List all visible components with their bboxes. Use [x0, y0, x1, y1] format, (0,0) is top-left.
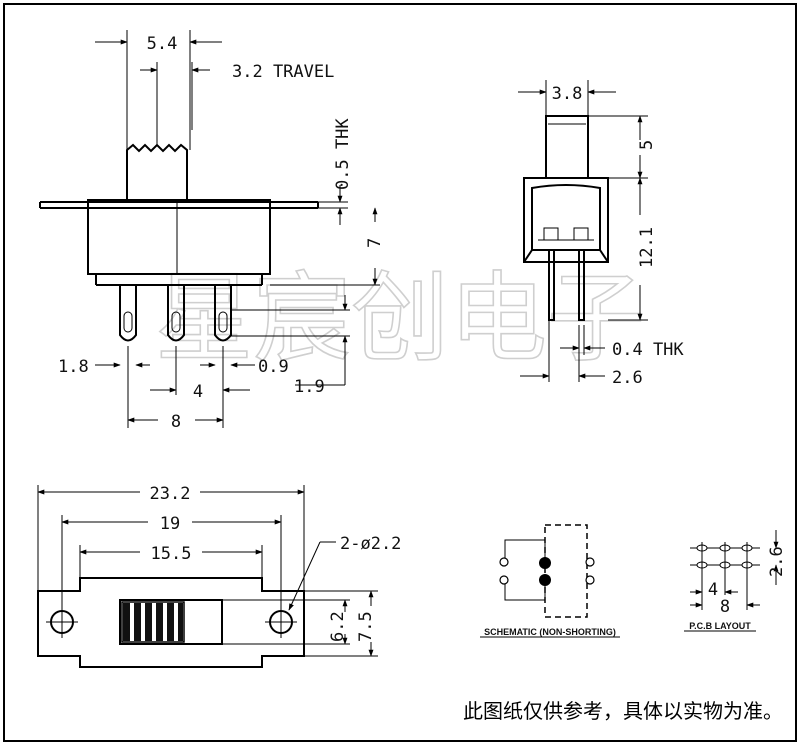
actuator-knob: [126, 143, 188, 200]
drawing-frame: [3, 3, 797, 742]
dim-side-width: 3.8: [552, 84, 583, 104]
pcb-dim-pitch: 4: [708, 580, 718, 600]
dim-pin-offset: 2.6: [612, 368, 643, 388]
dim-pin-length: 1.9: [294, 377, 325, 397]
front-view: 5.4 3.2 TRAVEL 0.5 THK 7 1.9 1.8 0.9: [39, 30, 385, 432]
dim-plate-thickness: 0.5 THK: [333, 118, 353, 190]
pcb-layout-label: P.C.B LAYOUT: [689, 621, 751, 631]
schematic: SCHEMATIC (NON-SHORTING): [480, 524, 620, 638]
dim-travel: 3.2 TRAVEL: [232, 62, 334, 82]
dim-body-height: 7: [365, 238, 385, 248]
actuator-slot: [119, 599, 223, 645]
dim-body-length: 15.5: [151, 544, 192, 564]
dim-pin-pitch: 4: [193, 382, 203, 402]
pcb-dim-vertical: 2.6: [767, 546, 787, 577]
dim-pin-span: 8: [171, 412, 181, 432]
switch-body: [87, 199, 271, 275]
dim-pin-width: 0.9: [258, 357, 289, 377]
schematic-label: SCHEMATIC (NON-SHORTING): [484, 627, 616, 637]
dim-side-top: 5: [637, 140, 657, 150]
reference-note: 此图纸仅供参考，具体以实物为准。: [463, 699, 783, 723]
dim-pin-thickness: 0.4 THK: [612, 340, 684, 360]
side-actuator: [545, 115, 589, 179]
dim-total-length: 23.2: [150, 484, 191, 504]
actuator-ridges: [121, 601, 185, 643]
pcb-pads: [690, 542, 760, 571]
dim-hole-pitch: 19: [160, 514, 180, 534]
dim-side-height: 12.1: [637, 227, 657, 268]
dim-front-width: 5.4: [147, 34, 178, 54]
bottom-view: 23.2 19 15.5 2-ø2.2 6.2 7.5: [37, 484, 401, 668]
terminal-pins: [119, 285, 232, 342]
dim-plate-width: 7.5: [356, 611, 376, 642]
dim-slot-width: 6.2: [328, 611, 348, 642]
watermark-text: 星宸创电子: [155, 262, 645, 376]
dim-pin-left: 1.8: [58, 357, 89, 377]
dim-hole-diameter: 2-ø2.2: [340, 534, 401, 554]
pcb-dim-span: 8: [720, 597, 730, 617]
side-pin-left: [548, 249, 555, 321]
pcb-layout: 2.6 4 8 P.C.B LAYOUT: [684, 530, 787, 632]
side-pin-right: [578, 249, 585, 321]
side-view: 3.8 5 12.1 0.4 THK 2.6: [518, 80, 684, 388]
